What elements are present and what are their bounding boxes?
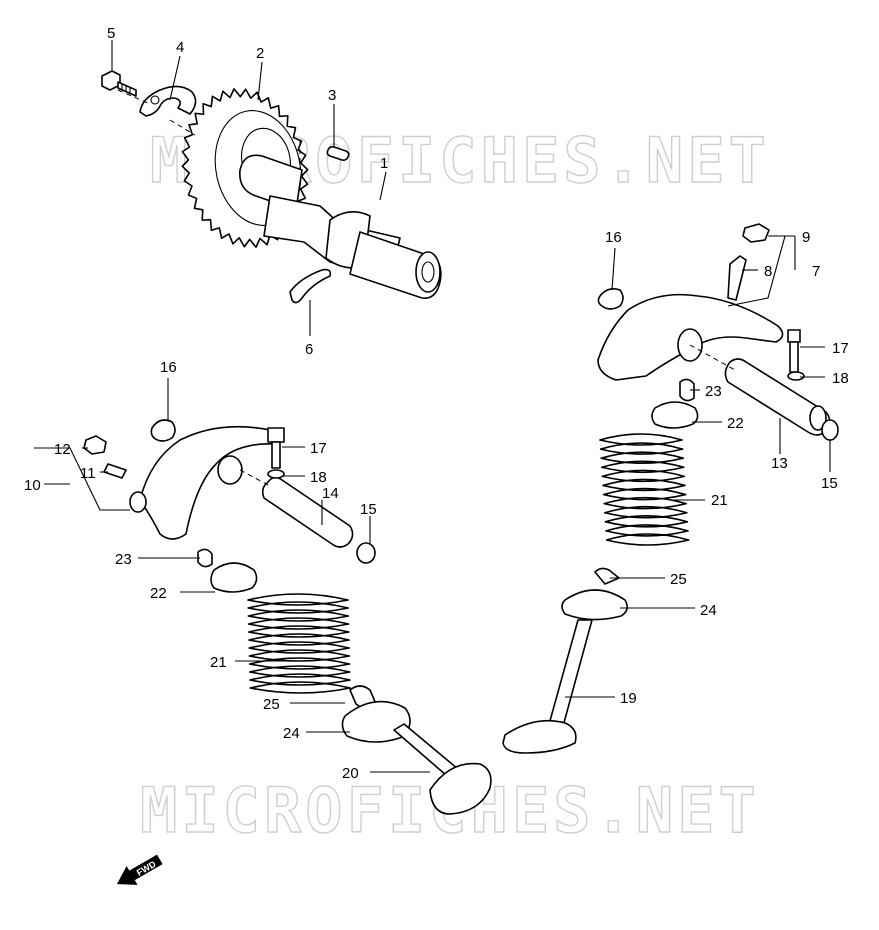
callout-7: 7 — [812, 263, 820, 280]
spring-retainer-left — [210, 562, 258, 593]
callout-16-left: 16 — [160, 359, 177, 376]
valve-cotter-left — [197, 548, 213, 568]
callout-23-right: 23 — [705, 383, 722, 400]
callout-8: 8 — [764, 263, 772, 280]
lock-plate — [117, 85, 197, 136]
callout-3: 3 — [328, 87, 336, 104]
valve-stem-right — [547, 619, 593, 731]
callout-18-left: 18 — [310, 469, 327, 486]
callout-22-right: 22 — [727, 415, 744, 432]
callout-24-left: 24 — [283, 725, 300, 742]
callout-21-left: 21 — [210, 654, 227, 671]
o-ring-right — [821, 419, 839, 441]
valve-spring-right — [599, 433, 690, 546]
cam-retainer — [289, 268, 332, 304]
adjust-screw-right — [727, 255, 747, 301]
callout-1: 1 — [380, 155, 388, 172]
adjust-nut-left — [83, 435, 107, 455]
rocker-cap-right — [597, 288, 624, 310]
callout-6: 6 — [305, 341, 313, 358]
callout-25-left: 25 — [263, 696, 280, 713]
adjust-screw-left — [103, 463, 127, 479]
callout-12: 12 — [54, 441, 71, 458]
spring-retainer-right — [651, 401, 699, 429]
callout-17-right: 17 — [832, 340, 849, 357]
callout-4: 4 — [176, 39, 184, 56]
adjust-nut-right — [742, 223, 770, 243]
callout-10: 10 — [24, 477, 41, 494]
callout-2: 2 — [256, 45, 264, 62]
rocker-shaft-left — [261, 476, 354, 548]
cotter-lower-right — [594, 567, 620, 585]
leader-lines — [34, 40, 831, 773]
shaft-bolt-right — [787, 329, 801, 343]
rocker-arm-assembly-right — [502, 223, 839, 754]
rocker-arm-assembly-left — [83, 419, 492, 815]
callout-5: 5 — [107, 25, 115, 42]
callout-25-right: 25 — [670, 571, 687, 588]
callout-21-right: 21 — [711, 492, 728, 509]
rocker-bore-left — [217, 455, 243, 485]
callout-labels: 5 4 2 3 1 6 16 9 8 7 17 18 23 22 13 15 2… — [24, 25, 849, 782]
callout-22-left: 22 — [150, 585, 167, 602]
callout-23-left: 23 — [115, 551, 132, 568]
callout-19: 19 — [620, 690, 637, 707]
shaft-bolt-left — [267, 427, 285, 443]
valve-cotter-right — [679, 378, 695, 402]
spring-seat-right — [561, 589, 629, 621]
callout-16-right: 16 — [605, 229, 622, 246]
callout-20: 20 — [342, 765, 359, 782]
callout-14: 14 — [322, 485, 339, 502]
valve-head-left — [429, 762, 492, 815]
callout-11: 11 — [80, 465, 96, 482]
callout-18-right: 18 — [832, 370, 849, 387]
rocker-arm-left — [139, 425, 278, 540]
callout-15-right: 15 — [821, 475, 838, 492]
callout-17-left: 17 — [310, 440, 327, 457]
callout-13: 13 — [771, 455, 788, 472]
fwd-arrow-icon: FWD — [116, 854, 163, 885]
sprocket-bolt — [101, 70, 137, 97]
dowel-pin — [326, 146, 350, 161]
callout-9: 9 — [802, 229, 810, 246]
camshaft-assembly — [101, 70, 442, 304]
callout-15-left: 15 — [360, 501, 377, 518]
callout-24-right: 24 — [700, 602, 717, 619]
rocker-cap-left — [150, 419, 176, 442]
valve-spring-left — [247, 593, 351, 694]
valve-head-right — [502, 719, 577, 754]
o-ring-left — [356, 542, 376, 564]
camshaft — [239, 154, 442, 299]
